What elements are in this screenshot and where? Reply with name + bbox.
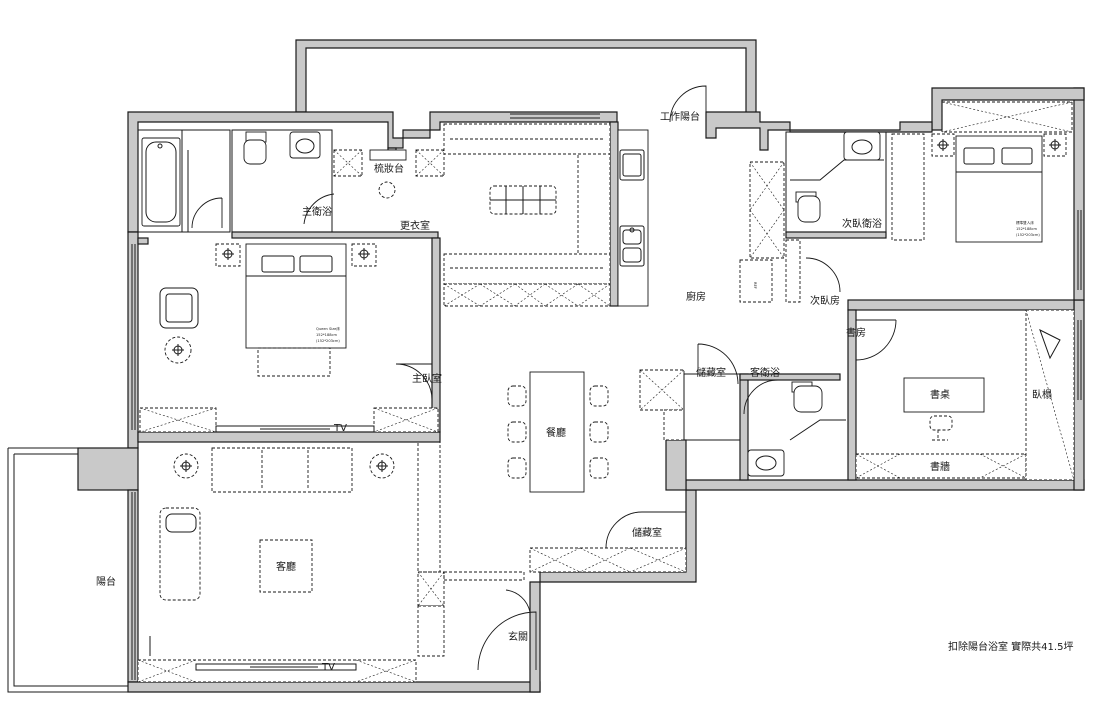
second-bath: 次臥衛浴 次臥房 bbox=[785, 131, 887, 307]
guest-bath: 客衛浴 bbox=[743, 366, 846, 477]
vanity-label: 梳妝台 bbox=[374, 162, 404, 175]
tv-lower-label: TV bbox=[321, 662, 335, 673]
master-bath-label: 主衛浴 bbox=[302, 205, 332, 218]
second-bath-label: 次臥衛浴 bbox=[842, 217, 882, 230]
queen-bed-size-2: 152*188cm bbox=[316, 333, 337, 337]
guest-bath-label: 客衛浴 bbox=[750, 366, 780, 379]
tv-upper-label: TV bbox=[333, 423, 347, 434]
queen-bed-size-3: (152*203cm) bbox=[316, 339, 340, 343]
second-bed-size-2: 152*188cm bbox=[1016, 227, 1037, 231]
balcony: 陽台 bbox=[7, 447, 128, 693]
living-room: 客廳 TV bbox=[137, 447, 417, 683]
dining: 餐廳 bbox=[507, 371, 609, 493]
storage-lower-label: 儲藏室 bbox=[632, 526, 662, 539]
bookcase-label: 書牆 bbox=[930, 460, 950, 473]
study: 書房 書桌 書牆 臥榻 bbox=[846, 309, 1075, 481]
dining-label: 餐廳 bbox=[546, 426, 566, 439]
fridge-label: REF bbox=[753, 282, 757, 289]
storage-upper-label: 儲藏室 bbox=[696, 366, 726, 379]
master-bedroom-label: 主臥室 bbox=[412, 372, 442, 385]
balcony-label: 陽台 bbox=[96, 575, 116, 588]
entry: 玄關 bbox=[417, 441, 537, 671]
dressing-room: 梳妝台 更衣室 bbox=[333, 123, 611, 307]
bunk-label: 臥榻 bbox=[1032, 388, 1052, 401]
master-bath: 主衛浴 bbox=[137, 129, 335, 233]
storage-lower: 儲藏室 bbox=[529, 511, 687, 573]
second-bedroom-label: 次臥房 bbox=[810, 294, 840, 307]
kitchen-label: 廚房 bbox=[686, 290, 706, 303]
master-bedroom: Queen Size床 152*188cm (152*203cm) TV 主臥室 bbox=[139, 243, 442, 434]
queen-bed-size-1: Queen Size床 bbox=[316, 326, 340, 331]
second-bed-size-1: 標準雙人床 bbox=[1016, 220, 1034, 225]
work-balcony-label: 工作陽台 bbox=[660, 110, 700, 123]
second-bedroom: 標準雙人床 152*188cm (152*203cm) bbox=[891, 101, 1073, 243]
windows bbox=[131, 113, 1082, 680]
desk-label: 書桌 bbox=[930, 388, 950, 401]
kitchen: REF 廚房 工作陽台 bbox=[617, 85, 801, 307]
dressing-room-label: 更衣室 bbox=[400, 219, 430, 232]
entry-label: 玄關 bbox=[508, 630, 528, 643]
second-bed-size-3: (152*203cm) bbox=[1016, 233, 1040, 237]
study-label: 書房 bbox=[846, 326, 866, 339]
area-note: 扣除陽台浴室 實際共41.5坪 bbox=[948, 640, 1073, 653]
living-label: 客廳 bbox=[276, 560, 296, 573]
storage-upper: 儲藏室 bbox=[639, 343, 741, 441]
